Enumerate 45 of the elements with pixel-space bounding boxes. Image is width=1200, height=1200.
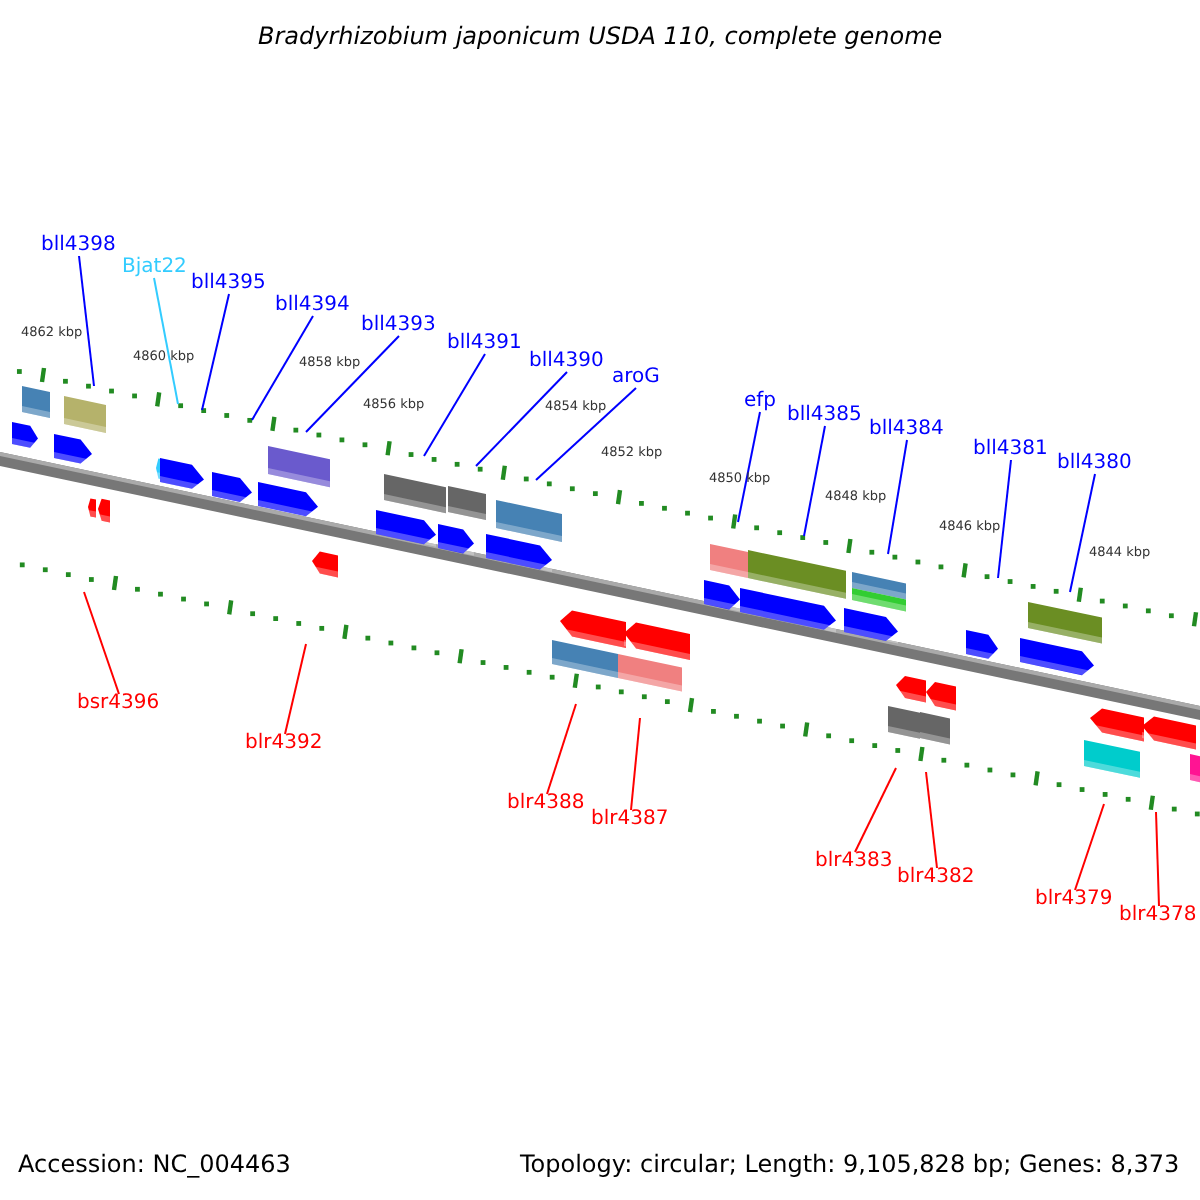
- gene-label: blr4383: [815, 852, 893, 872]
- gene-label: blr4379: [1035, 890, 1113, 910]
- leader-line: [1155, 811, 1160, 907]
- genome-info-text: Topology: circular; Length: 9,105,828 bp; Genes: 8,373: [520, 1152, 1180, 1176]
- leader-line: [630, 717, 641, 811]
- gene-label: bll4394: [275, 296, 350, 316]
- gene-label: Bjat22: [122, 258, 187, 278]
- gene-label: bll4391: [447, 334, 522, 354]
- leader-line: [251, 315, 314, 421]
- gene-label: blr4392: [245, 734, 323, 754]
- gene-label: blr4388: [507, 794, 585, 814]
- leader-line: [305, 335, 400, 433]
- leader-line: [78, 255, 95, 387]
- leader-line: [854, 767, 897, 853]
- leader-line: [925, 771, 938, 869]
- gene-label: bll4398: [41, 236, 116, 256]
- leader-line: [423, 353, 486, 457]
- leader-line: [284, 643, 307, 735]
- gene-label: bll4395: [191, 274, 266, 294]
- leader-line: [201, 293, 230, 411]
- gene-label: bll4381: [973, 440, 1048, 460]
- gene-label: blr4378: [1119, 906, 1197, 926]
- gene-label: bll4380: [1057, 454, 1132, 474]
- accession-text: Accession: NC_004463: [18, 1152, 291, 1176]
- gene-label: bll4385: [787, 406, 862, 426]
- leader-line: [83, 591, 120, 695]
- leader-line: [1069, 473, 1096, 593]
- leader-line: [153, 277, 179, 405]
- diagram-title: Bradyrhizobium japonicum USDA 110, complete genome: [258, 24, 943, 48]
- gene-label: bll4384: [869, 420, 944, 440]
- gene-label: aroG: [612, 368, 660, 388]
- leader-line: [737, 411, 761, 523]
- gene-label: blr4382: [897, 868, 975, 888]
- gene-label: bll4393: [361, 316, 436, 336]
- gene-label: blr4387: [591, 810, 669, 830]
- gene-label: bll4390: [529, 352, 604, 372]
- leader-line: [803, 425, 826, 537]
- gene-label: bsr4396: [77, 694, 160, 714]
- leader-line: [997, 459, 1012, 579]
- leader-line: [546, 703, 577, 795]
- leader-line: [475, 371, 568, 467]
- leader-line: [535, 387, 637, 481]
- leader-line: [887, 439, 908, 555]
- leader-line: [1074, 803, 1105, 891]
- gene-label: efp: [744, 392, 777, 412]
